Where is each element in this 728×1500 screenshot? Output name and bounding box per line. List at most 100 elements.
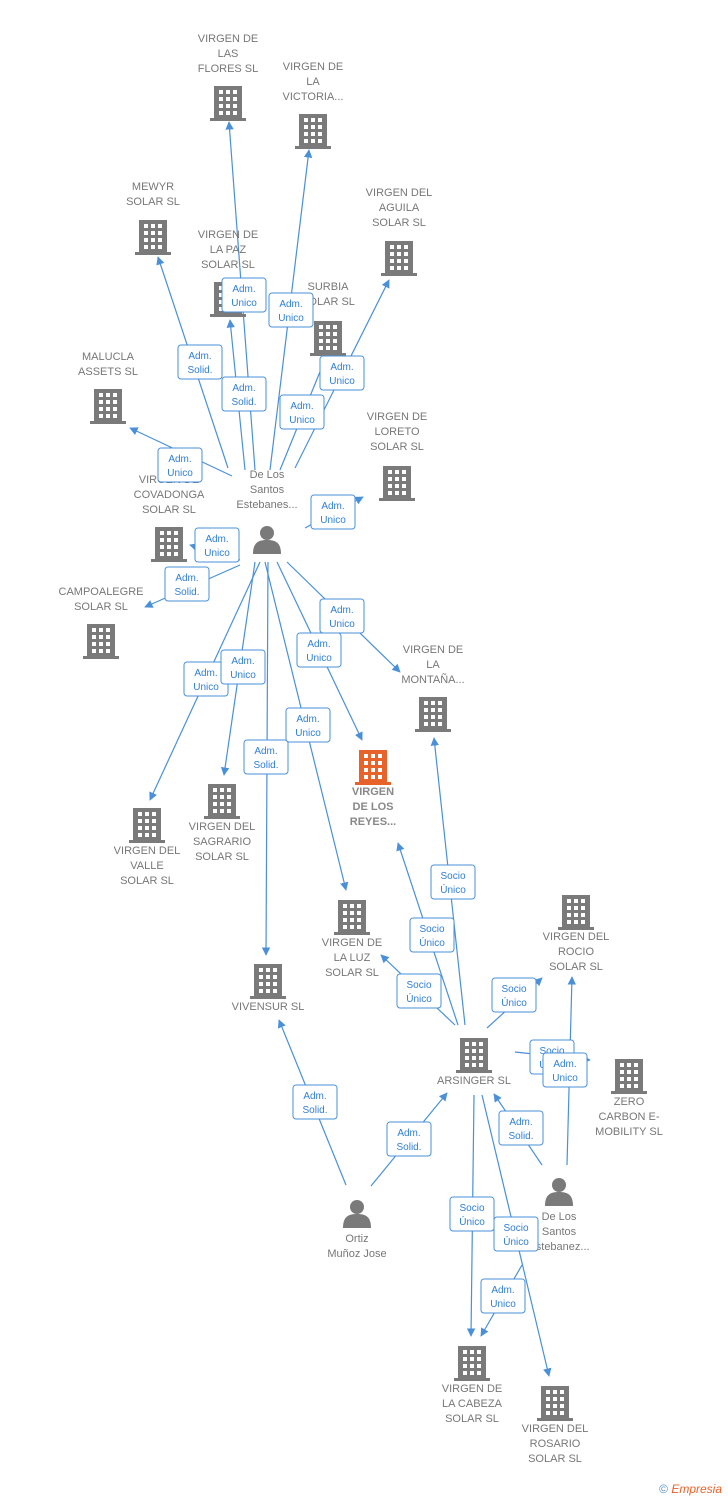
node-label-line: Santos	[250, 484, 285, 496]
edge-label-e23[interactable]: Adm.Solid.	[292, 1084, 338, 1120]
company-node-n_covadonga[interactable]: VIRGEN DECOVADONGASOLAR SL	[134, 474, 205, 562]
edge-label-text: Único	[503, 1235, 529, 1248]
edge-label-e9[interactable]: Adm.Unico	[194, 527, 240, 563]
edge-label-e3[interactable]: Adm.Solid.	[177, 344, 223, 380]
edge-label-text: Unico	[329, 619, 355, 630]
edge-label-e16[interactable]: Adm.Unico	[285, 707, 331, 743]
node-label-line: DE LOS	[353, 801, 394, 813]
person-icon	[343, 1200, 371, 1228]
building-icon	[129, 808, 165, 843]
edge-label-box	[409, 917, 455, 953]
edge-label-box	[310, 494, 356, 530]
edge-label-box	[430, 864, 476, 900]
edge-label-text: Adm.	[397, 1128, 420, 1139]
edge-label-e8[interactable]: Adm.Unico	[310, 494, 356, 530]
edge-label-text: Unico	[204, 548, 230, 559]
node-label-line: SAGRARIO	[193, 836, 252, 848]
edge-label-text: Solid.	[302, 1105, 327, 1116]
edge-label-e7[interactable]: Adm.Unico	[157, 447, 203, 483]
edge-label-text: Solid.	[396, 1142, 421, 1153]
node-label-line: VIRGEN DEL	[114, 845, 181, 857]
edge-label-text: Socio	[501, 984, 526, 995]
edge-label-e1[interactable]: Adm.Unico	[221, 277, 267, 313]
node-label-line: MALUCLA	[82, 351, 135, 363]
building-icon	[611, 1059, 647, 1094]
node-label-line: SURBIA	[308, 281, 350, 293]
node-label-line: SOLAR SL	[370, 441, 424, 453]
edge-label-e6[interactable]: Adm.Unico	[279, 394, 325, 430]
node-label-line: CARBON E-	[598, 1111, 659, 1123]
edge-label-text: Adm.	[290, 401, 313, 412]
edge-label-text: Adm.	[491, 1285, 514, 1296]
edge-label-e28[interactable]: Adm.Unico	[480, 1278, 526, 1314]
node-label-line: CAMPOALEGRE	[59, 586, 144, 598]
edge-label-e14[interactable]: Adm.Unico	[296, 632, 342, 668]
building-icon	[456, 1038, 492, 1073]
edge-label-text: Socio	[440, 871, 465, 882]
person-node-p_desantos1[interactable]: De LosSantosEstebanes...	[236, 469, 298, 554]
edge-label-e13[interactable]: Adm. Unico	[319, 598, 365, 634]
edge-label-text: Adm.	[330, 605, 353, 616]
building-icon	[558, 895, 594, 930]
building-icon	[210, 86, 246, 121]
edge-label-text: Socio	[419, 924, 444, 935]
node-label-line: ZERO	[614, 1096, 645, 1108]
company-node-n_montana[interactable]: VIRGEN DELAMONTAÑA...	[401, 644, 465, 732]
edge-label-e4[interactable]: Adm.Unico	[319, 355, 365, 391]
edge-label-e2[interactable]: Adm.Unico	[268, 292, 314, 328]
edge-label-text: Adm.	[307, 639, 330, 650]
node-label-line: VIRGEN DEL	[366, 187, 433, 199]
edge-label-text: Adm.	[330, 362, 353, 373]
person-node-p_desantos2[interactable]: De LosSantosEstebanez...	[528, 1178, 590, 1253]
edge-label-e10[interactable]: Adm.Solid.	[164, 566, 210, 602]
node-label-line: De Los	[250, 469, 285, 481]
node-label-line: REYES...	[350, 816, 396, 828]
building-icon	[537, 1386, 573, 1421]
edge-label-text: Adm.	[509, 1117, 532, 1128]
edge-label-box	[194, 527, 240, 563]
company-node-n_valle[interactable]: VIRGEN DEL VALLE SOLAR SL	[114, 808, 181, 887]
edge-label-e24[interactable]: Adm. Solid.	[386, 1121, 432, 1157]
edge-label-box	[319, 355, 365, 391]
edge-label-box	[177, 344, 223, 380]
edge-label-e25[interactable]: Adm.Solid.	[498, 1110, 544, 1146]
edge-label-e5[interactable]: Adm.Solid.	[221, 376, 267, 412]
building-icon	[381, 241, 417, 276]
edge-label-e22[interactable]: Adm.Unico	[542, 1052, 588, 1088]
edge-label-e15[interactable]: Adm.Solid.	[243, 739, 289, 775]
node-label-line: VALLE	[130, 860, 163, 872]
company-node-n_victoria[interactable]: VIRGEN DELAVICTORIA...	[283, 61, 344, 149]
company-node-n_vivensur[interactable]: VIVENSUR SL	[232, 964, 305, 1013]
node-label-line: VIRGEN DE	[403, 644, 464, 656]
edge-label-e12[interactable]: Adm.Unico	[220, 649, 266, 685]
edge-label-box	[542, 1052, 588, 1088]
building-icon	[204, 784, 240, 819]
node-label-line: SOLAR SL	[126, 196, 180, 208]
company-node-n_arsinger[interactable]: ARSINGER SL	[437, 1038, 511, 1087]
edge-label-text: Único	[459, 1215, 485, 1228]
empresia-logo[interactable]: Empresia	[671, 1482, 722, 1496]
node-label-line: SOLAR SL	[120, 875, 174, 887]
